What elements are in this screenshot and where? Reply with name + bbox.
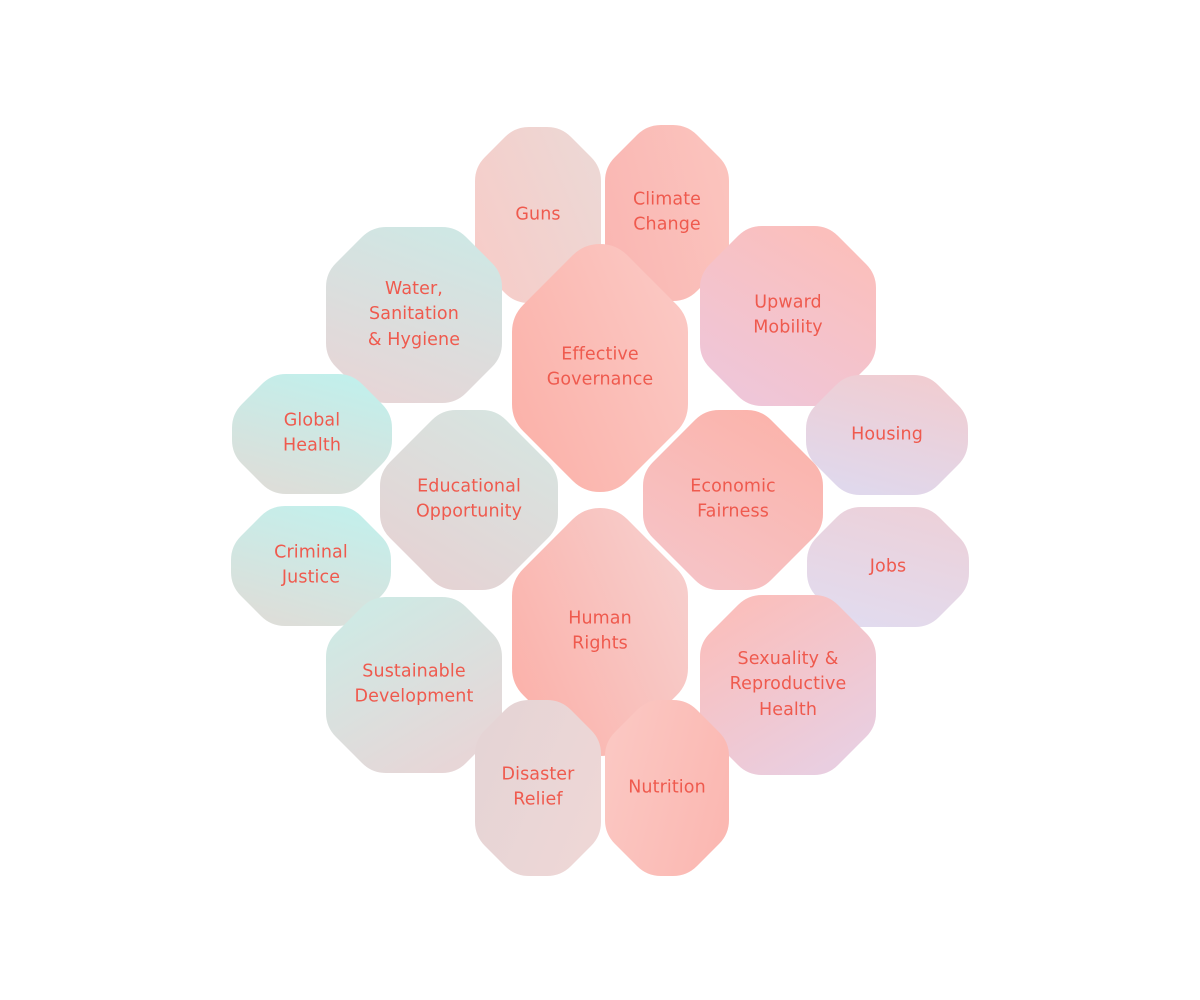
petal-water-sanitation-hygiene[interactable] [326,227,502,403]
petal-housing[interactable] [806,375,968,495]
petal-climate-change[interactable] [605,125,729,301]
petal-economic-fairness[interactable] [643,410,823,590]
petal-nutrition[interactable] [605,700,729,876]
petal-human-rights[interactable] [512,508,688,756]
petal-jobs[interactable] [807,507,969,627]
petal-sustainable-development[interactable] [326,597,502,773]
petal-effective-governance[interactable] [512,244,688,492]
petal-global-health[interactable] [232,374,392,494]
petal-educational-opportunity[interactable] [380,410,558,590]
petal-disaster-relief[interactable] [475,700,601,876]
petal-sexuality-reproductive-health[interactable] [700,595,876,775]
petal-criminal-justice[interactable] [231,506,391,626]
petal-upward-mobility[interactable] [700,226,876,406]
